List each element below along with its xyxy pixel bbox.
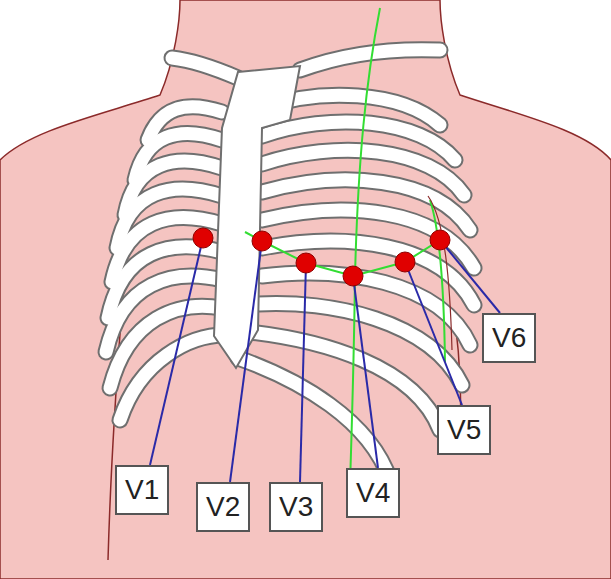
intercostal-line xyxy=(245,232,440,276)
axillary-line xyxy=(430,200,445,362)
lead-label: V5 xyxy=(447,413,481,447)
lead-label-box: V2 xyxy=(196,482,250,532)
electrode-dot xyxy=(252,231,272,251)
midclavicular-line xyxy=(350,8,380,485)
lead-label-box: V4 xyxy=(346,468,400,518)
lead-label: V4 xyxy=(356,476,390,510)
leader-lines xyxy=(150,238,500,482)
electrodes xyxy=(193,228,450,286)
electrode-dot xyxy=(343,266,363,286)
rib xyxy=(106,50,474,480)
leader-line xyxy=(300,263,306,482)
lead-label-box: V5 xyxy=(437,405,491,455)
lead-label: V6 xyxy=(492,321,526,355)
electrode-dot xyxy=(430,230,450,250)
lead-label: V2 xyxy=(206,490,240,524)
sternum xyxy=(214,66,300,368)
leader-line xyxy=(353,276,378,468)
lead-label-box: V3 xyxy=(269,482,323,532)
leader-line xyxy=(405,262,462,405)
leader-line xyxy=(440,240,500,313)
electrode-dot xyxy=(193,228,213,248)
lead-label-box: V6 xyxy=(482,313,536,363)
leader-line xyxy=(230,241,262,482)
lead-label: V1 xyxy=(125,473,159,507)
electrode-dot xyxy=(395,252,415,272)
lead-label-box: V1 xyxy=(115,465,169,515)
lead-label: V3 xyxy=(279,490,313,524)
leader-line xyxy=(150,238,203,465)
rib-outline xyxy=(106,50,474,480)
electrode-dot xyxy=(296,253,316,273)
